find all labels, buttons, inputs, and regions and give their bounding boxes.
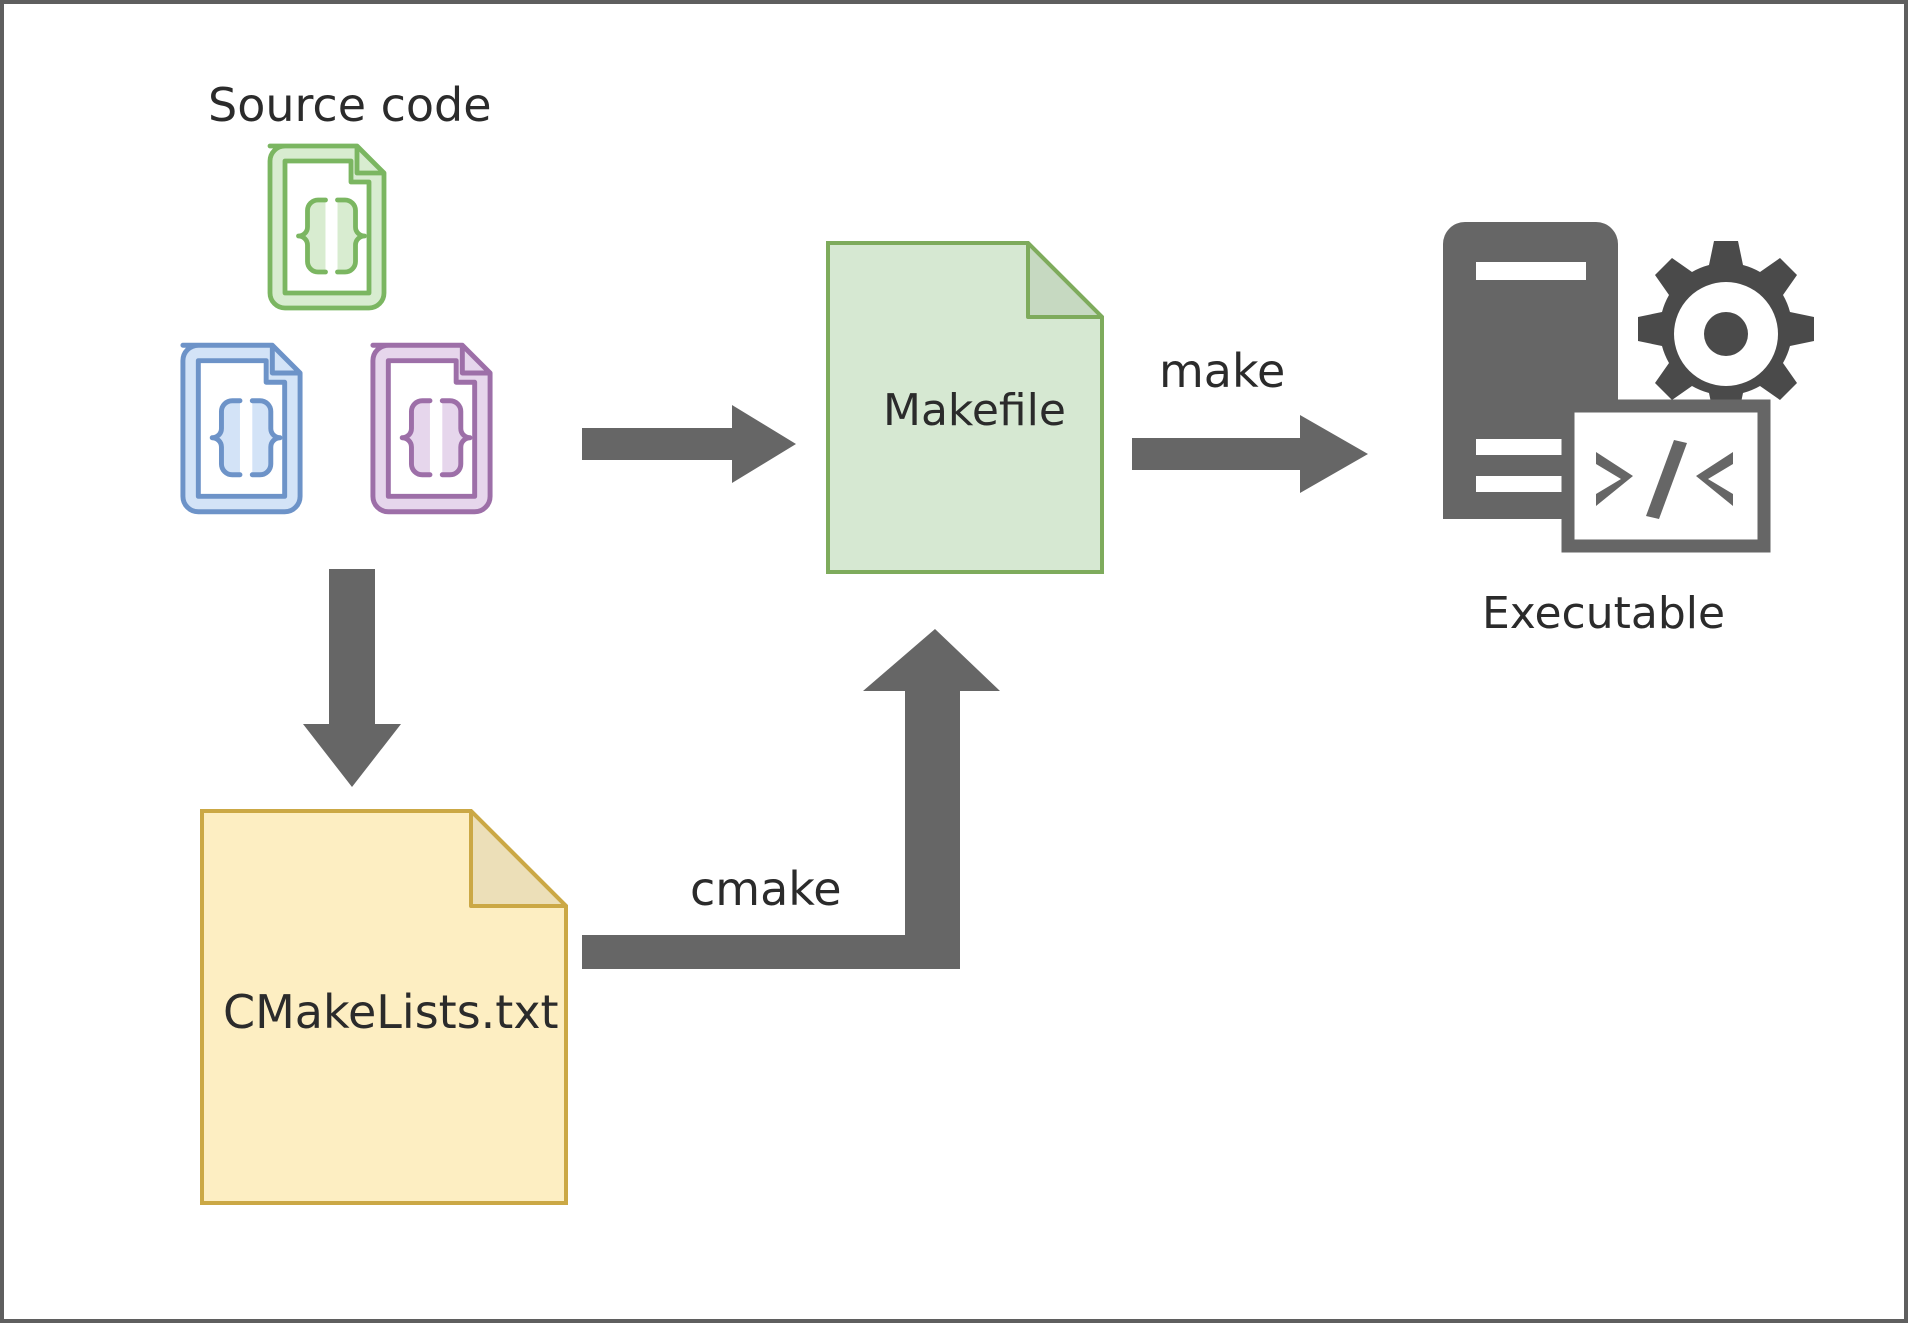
makefile-node[interactable] bbox=[826, 241, 1104, 574]
document-icon bbox=[826, 241, 1104, 574]
source-file-purple[interactable] bbox=[354, 336, 509, 521]
computer-gear-code-icon bbox=[1443, 222, 1814, 553]
source-file-blue[interactable] bbox=[164, 336, 319, 521]
executable-node[interactable] bbox=[1428, 209, 1828, 554]
cmake-label: cmake bbox=[690, 862, 842, 916]
arrow-right-icon bbox=[1132, 415, 1368, 493]
arrow-right-icon bbox=[582, 405, 796, 483]
code-file-icon bbox=[180, 342, 303, 515]
makefile-label: Makefile bbox=[883, 385, 1066, 436]
edge-source-to-cmakelists bbox=[297, 569, 407, 791]
cmakelists-label: CMakeLists.txt bbox=[223, 985, 559, 1039]
executable-label: Executable bbox=[1482, 588, 1726, 639]
make-label: make bbox=[1159, 344, 1286, 398]
code-file-icon bbox=[370, 342, 493, 515]
source-file-green[interactable] bbox=[252, 137, 402, 317]
edge-cmakelists-to-makefile bbox=[582, 629, 1002, 969]
arrow-elbow-up-icon bbox=[582, 629, 1000, 969]
document-icon bbox=[200, 809, 568, 1205]
edge-source-to-makefile bbox=[582, 399, 800, 489]
edge-makefile-to-executable bbox=[1132, 409, 1372, 499]
code-file-icon bbox=[267, 143, 387, 311]
arrow-down-icon bbox=[303, 569, 401, 787]
source-code-label: Source code bbox=[208, 78, 492, 132]
cmakelists-node[interactable] bbox=[200, 809, 568, 1205]
